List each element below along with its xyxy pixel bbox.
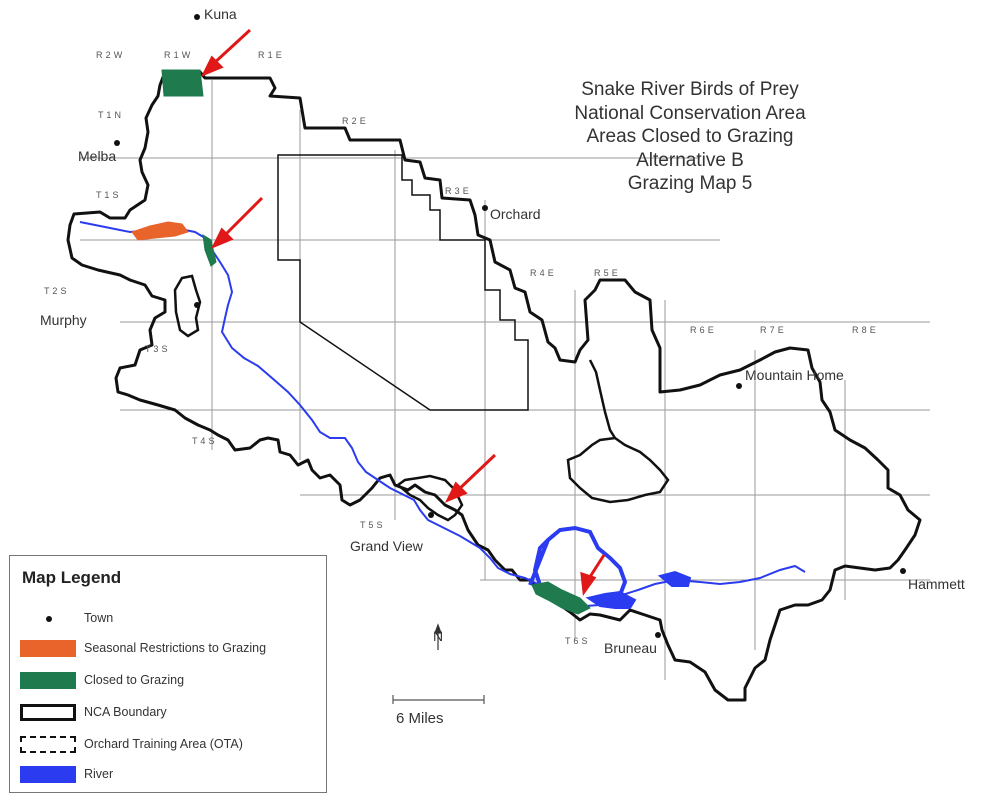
town-label-bruneau: Bruneau	[604, 640, 657, 656]
grid-label-t1n: T 1 N	[98, 110, 122, 120]
legend-row-seasonal: Seasonal Restrictions to Grazing	[20, 640, 320, 660]
north-arrow	[434, 623, 442, 650]
river-east-section	[657, 570, 692, 587]
legend-river-swatch	[20, 766, 76, 783]
grid-label-r3e: R 3 E	[445, 186, 470, 196]
legend-nca-label: NCA Boundary	[84, 705, 167, 719]
title-line-5: Grazing Map 5	[627, 173, 753, 194]
nca-inner-piece-2	[395, 474, 464, 522]
arrow-north	[200, 28, 252, 77]
map-title: Snake River Birds of Prey National Conse…	[520, 78, 860, 196]
scale-label: 6 Miles	[396, 710, 444, 727]
grid-label-r4e: R 4 E	[530, 268, 555, 278]
town-dot-melba	[114, 140, 120, 146]
legend-row-town: Town	[20, 610, 320, 630]
legend-row-river: River	[20, 766, 320, 786]
north-label: N	[432, 628, 444, 644]
title-line-1: Snake River Birds of Prey	[581, 79, 799, 100]
town-dot-bruneau	[655, 632, 661, 638]
grid-label-r7e: R 7 E	[760, 325, 785, 335]
grid-label-r6e: R 6 E	[690, 325, 715, 335]
town-dot-mountain-home	[736, 383, 742, 389]
legend-seasonal-label: Seasonal Restrictions to Grazing	[84, 641, 267, 655]
grid-label-t3s: T 3 S	[145, 344, 168, 354]
legend-row-nca: NCA Boundary	[20, 704, 320, 724]
scale-bar	[392, 695, 485, 704]
town-dot-grand-view	[428, 512, 434, 518]
grid-label-r8e: R 8 E	[852, 325, 877, 335]
town-label-murphy: Murphy	[40, 312, 87, 328]
arrow-river	[210, 196, 264, 249]
title-line-4: Alternative B	[636, 149, 744, 171]
town-dot-hammett	[900, 568, 906, 574]
grid-label-t1s: T 1 S	[96, 190, 119, 200]
grid-label-t5s: T 5 S	[360, 520, 383, 530]
map-legend: Map Legend Town Seasonal Restrictions to…	[9, 555, 327, 793]
closed-area-river	[202, 234, 217, 267]
town-label-hammett: Hammett	[908, 576, 965, 592]
arrow-grand-view	[444, 453, 497, 503]
river-line	[79, 221, 806, 608]
town-label-grand-view: Grand View	[350, 538, 423, 554]
legend-row-ota: Orchard Training Area (OTA)	[20, 736, 320, 756]
title-line-3: Areas Closed to Grazing	[586, 126, 794, 147]
nca-inner-piece-4	[588, 359, 617, 439]
grid-label-t6s: T 6 S	[565, 636, 588, 646]
river-channel-loop	[528, 525, 628, 596]
legend-nca-swatch	[20, 704, 76, 721]
river-wide-section	[585, 590, 637, 609]
legend-seasonal-swatch	[20, 640, 76, 657]
grid-label-r2e: R 2 E	[342, 116, 367, 126]
highlight-arrows	[200, 28, 606, 597]
nca-inner-piece	[173, 274, 202, 338]
grid-label-r1e: R 1 E	[258, 50, 283, 60]
grid-label-t4s: T 4 S	[192, 436, 215, 446]
legend-title: Map Legend	[22, 568, 122, 587]
grid-label-t2s: T 2 S	[44, 286, 67, 296]
seasonal-restriction-area	[131, 221, 189, 241]
grid-label-r2w: R 2 W	[96, 50, 123, 60]
ota-boundary	[277, 154, 529, 411]
legend-ota-swatch	[20, 736, 76, 753]
legend-river-label: River	[84, 767, 114, 781]
closed-area-south	[531, 581, 591, 615]
grid-label-r1w: R 1 W	[164, 50, 191, 60]
legend-ota-label: Orchard Training Area (OTA)	[84, 737, 243, 751]
legend-closed-label: Closed to Grazing	[84, 673, 185, 687]
nca-inner-piece-3	[566, 436, 670, 504]
town-dot-kuna	[194, 14, 200, 20]
legend-closed-swatch	[20, 672, 76, 689]
town-dot-orchard	[482, 205, 488, 211]
closed-area-north	[161, 69, 204, 97]
town-label-mountain-home: Mountain Home	[745, 367, 844, 383]
title-line-2: National Conservation Area	[574, 102, 806, 124]
legend-town-label: Town	[84, 611, 114, 625]
town-label-orchard: Orchard	[490, 206, 541, 222]
nca-boundary	[66, 70, 922, 702]
legend-row-closed: Closed to Grazing	[20, 672, 320, 692]
grid-label-r5e: R 5 E	[594, 268, 619, 278]
legend-town-dot	[46, 616, 52, 622]
town-dot-murphy	[194, 302, 200, 308]
township-grid	[80, 80, 930, 680]
town-label-melba: Melba	[78, 148, 117, 164]
town-label-kuna: Kuna	[204, 6, 237, 22]
arrow-south	[580, 554, 606, 597]
